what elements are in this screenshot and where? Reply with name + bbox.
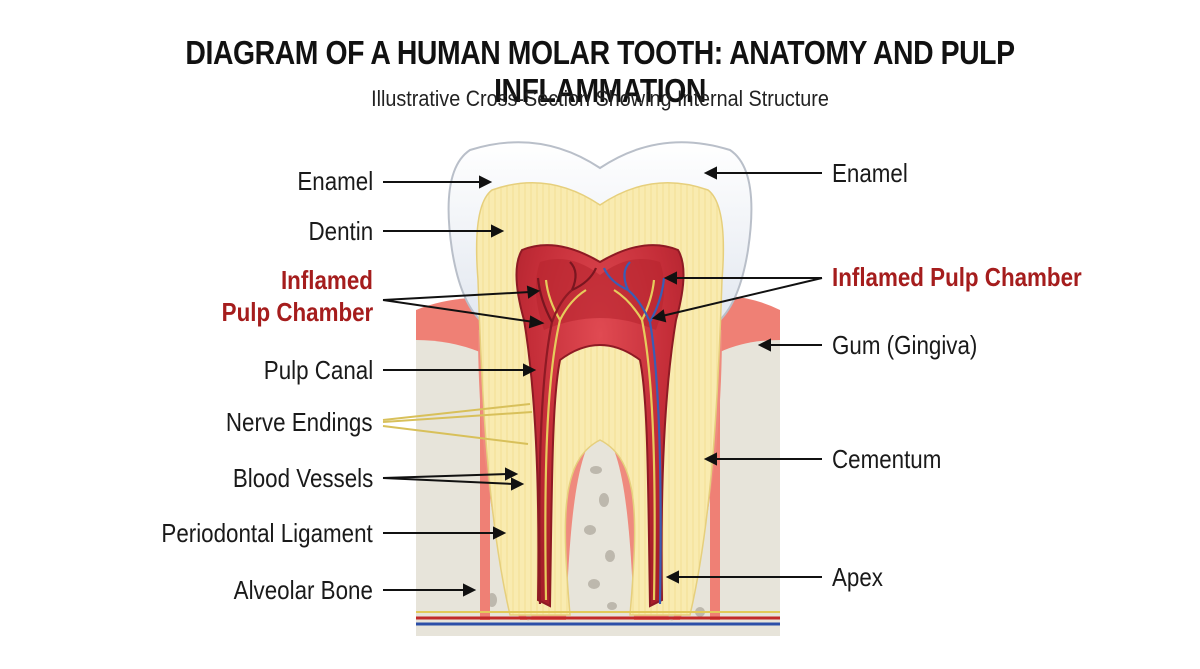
label-blood-vessels: Blood Vessels: [232, 463, 373, 493]
label-gum-gingiva: Gum (Gingiva): [832, 330, 978, 360]
label-pulp-canal: Pulp Canal: [263, 355, 373, 385]
label-inflamed-pulp-left-line2: Pulp Chamber: [221, 297, 373, 327]
label-nerve-endings: Nerve Endings: [226, 407, 373, 437]
label-cementum: Cementum: [832, 444, 942, 474]
nerve-endings: [544, 279, 656, 601]
label-inflamed-pulp-right: Inflamed Pulp Chamber: [832, 262, 1082, 292]
label-inflamed-pulp-left-line1: Inflamed: [281, 265, 373, 295]
page-title: DIAGRAM OF A HUMAN MOLAR TOOTH: ANATOMY …: [185, 34, 1015, 109]
label-enamel-right: Enamel: [832, 158, 908, 188]
blood-vessels: [536, 261, 666, 605]
page-subtitle: Illustrative Cross-Section Showing Inter…: [371, 86, 829, 111]
nerve-pointer-lines: [382, 403, 533, 445]
label-alveolar-bone: Alveolar Bone: [233, 575, 373, 605]
label-apex: Apex: [832, 562, 883, 592]
label-periodontal-ligament: Periodontal Ligament: [161, 518, 373, 548]
label-enamel-left: Enamel: [297, 166, 373, 196]
pulp-chamber: [515, 244, 685, 608]
label-dentin: Dentin: [308, 216, 373, 246]
pointer-lines: [382, 166, 823, 597]
